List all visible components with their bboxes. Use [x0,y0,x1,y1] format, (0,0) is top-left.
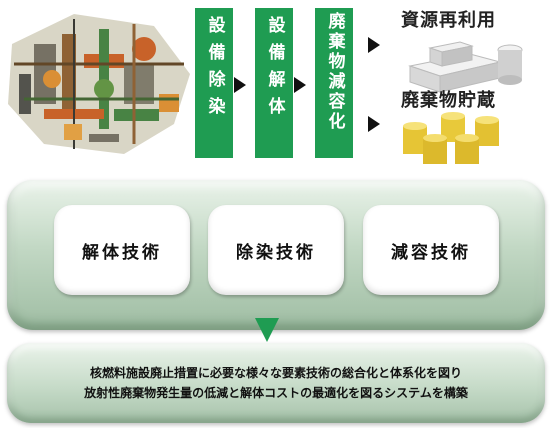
outcome-storage-label: 廃棄物貯蔵 [401,90,496,111]
tech-volume-reduction: 減容技術 [363,205,499,295]
summary-line-1: 核燃料施設廃止措置に必要な様々な要素技術の総合化と体系化を図り [89,366,462,380]
step-decontamination: 設備除染 [195,8,233,158]
step-label: 設備解体 [264,16,285,124]
step-label: 設備除染 [204,16,225,124]
metal-blocks-icon [408,41,523,93]
summary-panel: 核燃料施設廃止措置に必要な様々な要素技術の総合化と体系化を図り 放射性廃棄物発生… [7,343,545,423]
step-volume-reduction: 廃棄物減容化 [315,8,353,158]
down-arrow [255,318,279,342]
technology-panel: 解体技術 除染技術 減容技術 [7,180,545,330]
flow-arrow-3 [294,77,306,93]
flow-arrow-reuse [368,37,380,53]
tech-dismantling: 解体技術 [54,205,190,295]
step-dismantling: 設備解体 [255,8,293,158]
waste-drums-icon [403,112,499,164]
outcome-reuse-label: 資源再利用 [401,10,496,31]
flow-arrow-storage [368,116,380,132]
step-label: 廃棄物減容化 [324,12,345,132]
flow-arrow-2 [234,77,246,93]
nuclear-plant-illustration [8,14,190,154]
summary-line-2: 放射性廃棄物発生量の低減と解体コストの最適化を図るシステムを構築 [84,386,468,400]
tech-decontamination: 除染技術 [208,205,344,295]
